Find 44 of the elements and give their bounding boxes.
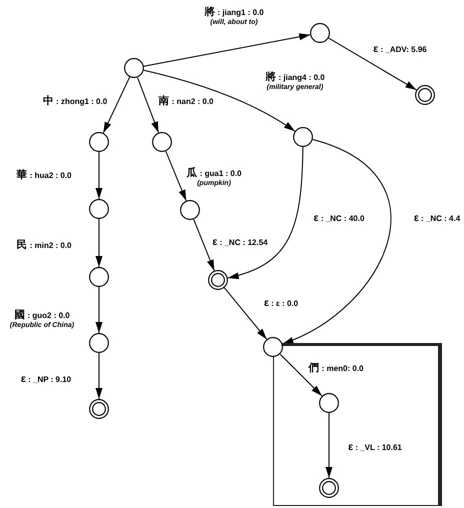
state-circle [89,267,109,287]
state-circle [293,127,313,147]
arrow [328,38,417,90]
arrow [224,287,268,340]
edge-label: ε : _ADV: 5.96 [373,43,427,56]
arrow [143,70,296,132]
edge-label: ε : _NC : 40.0 [314,212,364,226]
group-box [273,343,442,506]
double-circle [319,478,339,498]
state-circle [89,199,109,219]
state-circle [124,58,144,78]
state-circle [310,23,330,43]
arrow [165,150,187,202]
arrow [96,218,102,268]
arrow [137,76,159,134]
arrow [102,76,130,134]
edge-label: ε : _NC : 12.54 [212,236,268,250]
state-circle [89,333,109,353]
edge-label: 南 : nan2 : 0.0 [158,95,214,108]
state-circle [180,200,200,220]
edge-label: 們 : men0: 0.0 [308,362,364,376]
double-circle [415,85,435,105]
arrow [96,352,102,400]
arrow [280,354,322,396]
state-circle [263,337,283,357]
arrow [143,33,311,67]
edge-label: ε : _NC : 4.4 [414,212,460,226]
arrow [96,286,102,334]
state-circle [319,393,339,413]
arrow [326,412,332,478]
edge-label: 中 : zhong1 : 0.0 [42,95,108,108]
arrow [193,218,215,272]
edge-label: ε : _VL : 10.61 [348,441,402,454]
edge-label: ε : _NP : 9.10 [20,373,72,386]
arrow [282,139,392,344]
arrow [96,152,102,200]
double-circle [89,399,109,419]
edge-label: 民 : min2 : 0.0 [16,239,72,252]
arrow [227,146,304,279]
edge-label: ε : ε : 0.0 [264,297,298,310]
state-circle [152,132,172,152]
state-circle [89,132,109,152]
double-circle [208,270,228,290]
edge-label: 華 : hua2 : 0.0 [16,169,72,182]
